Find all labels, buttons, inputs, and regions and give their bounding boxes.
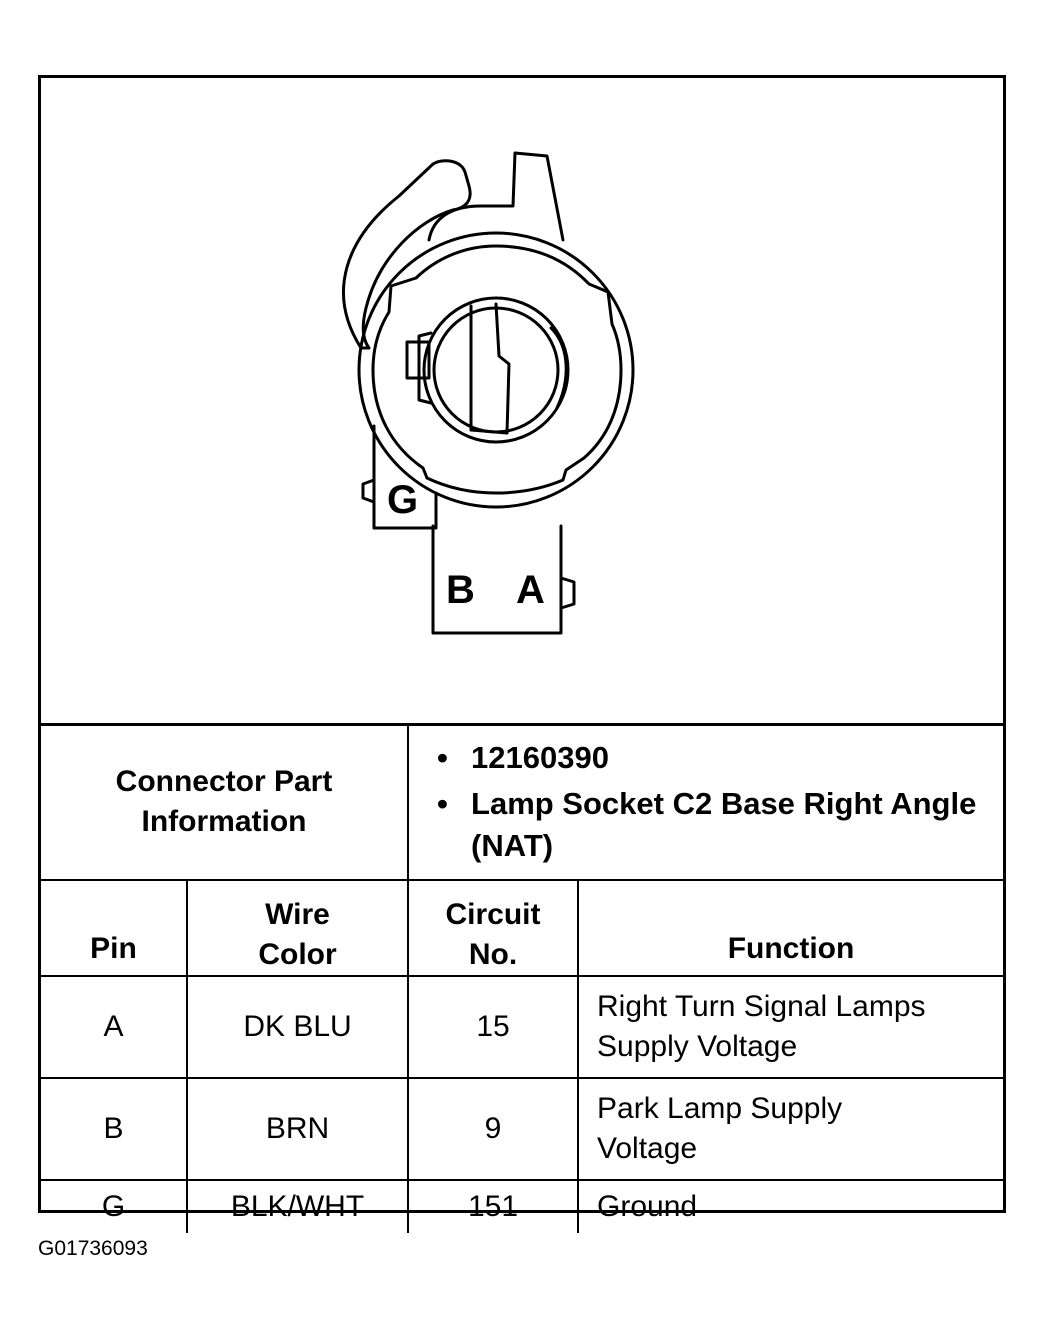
row-b-pin: B bbox=[41, 1077, 188, 1181]
socket-bore-outer bbox=[422, 296, 570, 444]
pin-label-g: G bbox=[387, 478, 419, 522]
bore-guide-left bbox=[417, 331, 433, 405]
rear-housing bbox=[372, 424, 438, 530]
row-b-wire-color: BRN bbox=[185, 1077, 410, 1181]
row-a-circuit-no: 15 bbox=[407, 975, 580, 1079]
header-wire-color: Wire Color bbox=[185, 879, 410, 977]
latch-arm bbox=[342, 159, 472, 350]
row-a-pin: A bbox=[41, 975, 188, 1079]
a-terminal-tab bbox=[559, 576, 576, 610]
connector-figure-frame: G B A Connector Part Information 1216039… bbox=[38, 75, 1006, 1233]
part-number: 12160390 bbox=[437, 737, 1003, 779]
row-a-function: Right Turn Signal Lamps Supply Voltage bbox=[577, 975, 1004, 1079]
connector-info-list: 12160390 Lamp Socket C2 Base Right Angle… bbox=[409, 725, 1003, 879]
row-g-wire-color: BLK/WHT bbox=[185, 1179, 410, 1233]
header-function: Function bbox=[577, 879, 1004, 977]
connector-info-values: 12160390 Lamp Socket C2 Base Right Angle… bbox=[407, 723, 1004, 881]
g-terminal-tab bbox=[361, 478, 376, 504]
header-pin: Pin bbox=[41, 879, 188, 977]
connector-table: Connector Part Information 12160390 Lamp… bbox=[41, 723, 1004, 1233]
pin-label-b: B bbox=[446, 568, 475, 612]
row-b-circuit-no: 9 bbox=[407, 1077, 580, 1181]
table-row: A DK BLU 15 Right Turn Signal Lamps Supp… bbox=[41, 975, 1004, 1079]
socket-flange bbox=[371, 244, 623, 495]
contact-key-left bbox=[405, 340, 431, 380]
figure-id: G01736093 bbox=[38, 1237, 148, 1260]
top-tab bbox=[427, 151, 565, 242]
row-g-circuit-no: 151 bbox=[407, 1179, 580, 1233]
connector-info-row: Connector Part Information 12160390 Lamp… bbox=[41, 723, 1004, 881]
connector-info-label: Connector Part Information bbox=[41, 723, 410, 881]
table-row: B BRN 9 Park Lamp Supply Voltage bbox=[41, 1077, 1004, 1181]
connector-drawing: G B A bbox=[41, 78, 1003, 726]
pin-label-a: A bbox=[516, 568, 545, 612]
part-description: Lamp Socket C2 Base Right Angle (NAT) bbox=[437, 783, 1003, 867]
socket-outer-ring bbox=[357, 231, 635, 509]
table-row: G BLK/WHT 151 Ground bbox=[41, 1179, 1004, 1233]
bore-guide-right bbox=[549, 326, 568, 410]
lamp-socket-illustration bbox=[342, 151, 635, 635]
header-circuit-no: Circuit No. bbox=[407, 879, 580, 977]
row-g-function: Ground bbox=[577, 1179, 1004, 1233]
row-a-wire-color: DK BLU bbox=[185, 975, 410, 1079]
center-contact-edge bbox=[469, 428, 509, 435]
row-g-pin: G bbox=[41, 1179, 188, 1233]
table-header-row: Pin Wire Color Circuit No. Function bbox=[41, 879, 1004, 977]
center-contact-right bbox=[494, 302, 511, 435]
row-b-function: Park Lamp Supply Voltage bbox=[577, 1077, 1004, 1181]
